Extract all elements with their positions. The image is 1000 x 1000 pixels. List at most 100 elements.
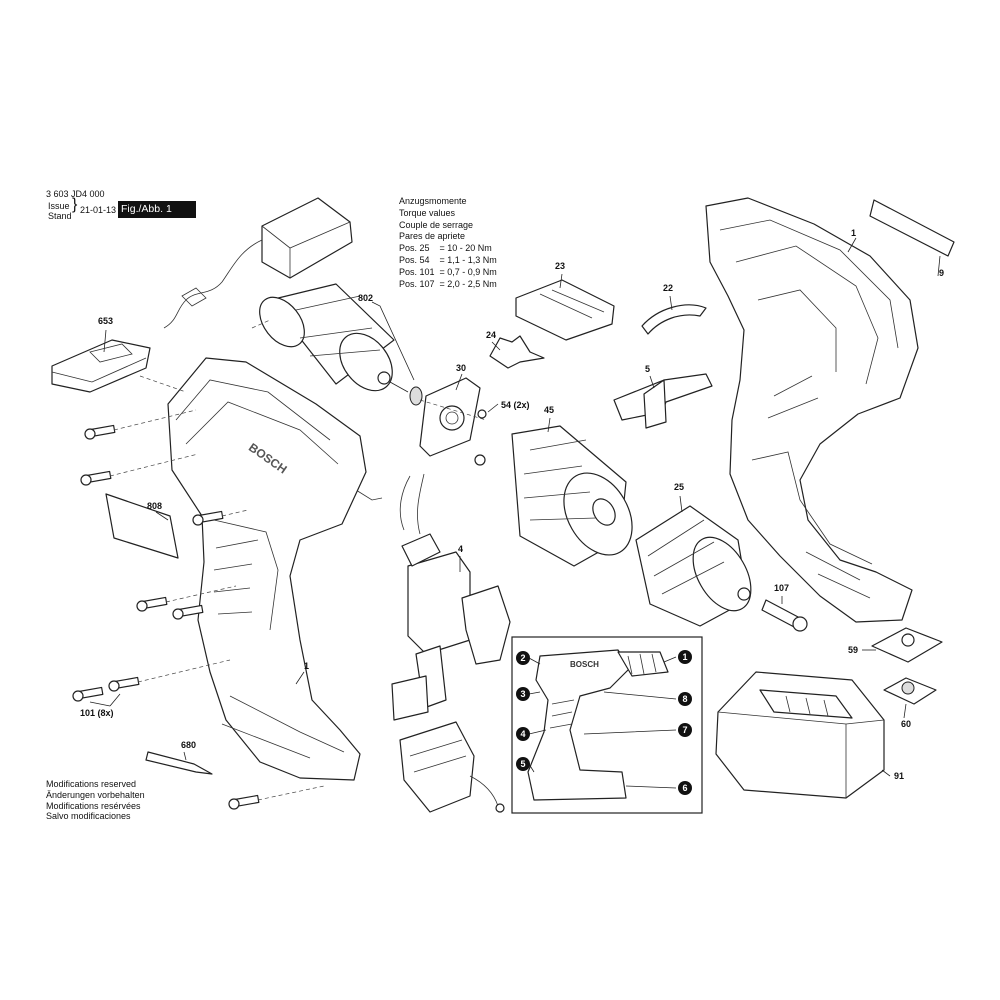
right-housing-drawing bbox=[705, 197, 919, 623]
leader-line bbox=[559, 273, 563, 289]
battery-drawing bbox=[715, 671, 885, 799]
motor-bracket-drawing bbox=[419, 377, 487, 457]
torque-line: Anzugsmomente bbox=[399, 196, 467, 206]
part-label-22: 22 bbox=[663, 283, 674, 293]
assembly-line bbox=[221, 509, 249, 517]
part-label-653: 653 bbox=[98, 316, 114, 326]
mod-line: Salvo modificaciones bbox=[46, 811, 131, 822]
screw-107-drawing bbox=[761, 599, 808, 632]
part-label-25: 25 bbox=[674, 482, 685, 492]
part-label-91: 91 bbox=[894, 771, 905, 781]
part-label-59: 59 bbox=[848, 645, 859, 655]
torque-values-table: Anzugsmomente Torque values Couple de se… bbox=[399, 196, 497, 290]
callout-3: 3 bbox=[516, 687, 530, 701]
leader-line bbox=[103, 329, 107, 353]
leader-line bbox=[487, 403, 499, 413]
brace: } bbox=[72, 196, 78, 213]
leader-line bbox=[371, 301, 415, 381]
part-label-802: 802 bbox=[358, 293, 374, 303]
part-label-60: 60 bbox=[901, 719, 912, 729]
torque-line: Pos. 25 = 10 - 20 Nm bbox=[399, 243, 492, 254]
inset-brand-text: BOSCH bbox=[570, 660, 599, 669]
part-23-drawing bbox=[515, 279, 615, 341]
part-label-5: 5 bbox=[645, 364, 651, 374]
screws-101-drawing bbox=[72, 424, 260, 810]
part-label-101: 101 (8x) bbox=[80, 708, 114, 718]
part-59-drawing bbox=[871, 627, 943, 663]
callout-7: 7 bbox=[678, 723, 692, 737]
stand-label: Stand bbox=[48, 211, 72, 221]
callout-6: 6 bbox=[678, 781, 692, 795]
part-label-680: 680 bbox=[181, 740, 197, 750]
motor-drawing bbox=[251, 283, 423, 406]
spring-clip-drawing bbox=[489, 335, 545, 369]
mod-line: Änderungen vorbehalten bbox=[46, 789, 145, 800]
figure-label: Fig./Abb. 1 bbox=[118, 201, 196, 218]
leader-line bbox=[89, 693, 121, 707]
part-60-drawing bbox=[883, 677, 937, 705]
part-label-107: 107 bbox=[774, 583, 790, 593]
torque-line: Pos. 101 = 0,7 - 0,9 Nm bbox=[399, 266, 497, 277]
charger-drawing bbox=[51, 197, 353, 393]
callout-2: 2 bbox=[516, 651, 530, 665]
torque-line: Pos. 107 = 2,0 - 2,5 Nm bbox=[399, 278, 497, 289]
modifications-note: Modifications reserved Änderungen vorbeh… bbox=[46, 779, 145, 822]
part-label-808: 808 bbox=[147, 501, 163, 511]
assembly-line bbox=[139, 375, 187, 393]
model-number: 3 603 JD4 000 bbox=[46, 189, 105, 199]
left-housing-drawing: BOSCH bbox=[167, 357, 367, 781]
issue-label: Issue bbox=[48, 201, 70, 211]
callout-4: 4 bbox=[516, 727, 530, 741]
switch-drawing bbox=[355, 473, 511, 813]
callout-8: 8 bbox=[678, 692, 692, 706]
assembly-line bbox=[109, 453, 199, 477]
assembly-inset: BOSCH bbox=[511, 636, 703, 814]
callout-1-text: 1 bbox=[682, 652, 688, 662]
part-label-9: 9 bbox=[939, 268, 945, 278]
issue-date: 21-01-13 bbox=[80, 205, 117, 215]
label-808-drawing bbox=[105, 493, 179, 559]
callout-5: 5 bbox=[516, 757, 530, 771]
part-label-30: 30 bbox=[456, 363, 467, 373]
part-22-drawing bbox=[641, 304, 707, 335]
part-label-54: 54 (2x) bbox=[501, 400, 530, 410]
leader-line bbox=[669, 295, 673, 311]
leader-line bbox=[903, 703, 907, 719]
part-label-1b: 1 bbox=[304, 661, 310, 671]
callout-8-text: 8 bbox=[682, 694, 688, 704]
leader-line bbox=[937, 255, 941, 277]
callout-5-text: 5 bbox=[520, 759, 526, 769]
leader-line bbox=[295, 671, 305, 685]
part-label-23: 23 bbox=[555, 261, 566, 271]
leader-line bbox=[649, 375, 655, 389]
mod-line: Modifications reserved bbox=[46, 779, 137, 789]
leader-line bbox=[847, 237, 857, 253]
callout-1: 1 bbox=[678, 650, 692, 664]
callout-2-text: 2 bbox=[520, 653, 526, 663]
part-label-4: 4 bbox=[458, 544, 464, 554]
part-label-45: 45 bbox=[544, 405, 555, 415]
assembly-line bbox=[257, 785, 325, 801]
callout-7-text: 7 bbox=[682, 725, 688, 735]
part-label-1: 1 bbox=[851, 228, 857, 238]
bit-680-drawing bbox=[145, 751, 213, 775]
callout-3-text: 3 bbox=[520, 689, 526, 699]
chuck-drawing bbox=[635, 505, 752, 627]
torque-line: Couple de serrage bbox=[399, 219, 474, 230]
part-5-drawing bbox=[613, 373, 713, 429]
torque-line: Torque values bbox=[399, 207, 456, 218]
leader-line bbox=[455, 373, 463, 391]
assembly-line bbox=[165, 585, 237, 603]
part-9-drawing bbox=[869, 199, 955, 257]
torque-line: Pos. 54 = 1,1 - 1,3 Nm bbox=[399, 254, 497, 265]
callout-6-text: 6 bbox=[682, 783, 688, 793]
assembly-line bbox=[113, 409, 197, 431]
leader-line bbox=[547, 417, 551, 433]
leader-line bbox=[491, 341, 501, 351]
leader-line bbox=[183, 751, 187, 761]
callout-4-text: 4 bbox=[520, 729, 526, 739]
part-label-24: 24 bbox=[486, 330, 497, 340]
leader-line bbox=[679, 495, 683, 513]
